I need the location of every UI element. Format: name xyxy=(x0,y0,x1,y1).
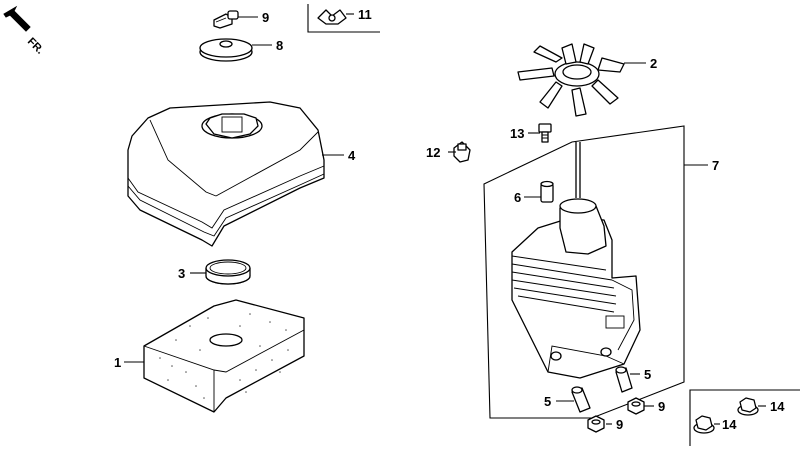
foam-filter-element-icon xyxy=(143,299,305,413)
cooling-fan-icon xyxy=(517,43,625,117)
cap-icon xyxy=(199,38,253,62)
callout-5-upper: 5 xyxy=(644,367,651,382)
part-14-bracket xyxy=(689,389,800,446)
callout-5-lower: 5 xyxy=(544,394,551,409)
callout-7: 7 xyxy=(712,158,719,173)
callout-14-right: 14 xyxy=(770,399,785,414)
air-cleaner-cover-icon xyxy=(127,101,325,247)
front-arrow-icon xyxy=(3,5,31,32)
front-direction-label: FR. xyxy=(25,36,46,57)
callout-9-upper: 9 xyxy=(658,399,665,414)
ring-seal-icon xyxy=(205,259,251,285)
callout-8: 8 xyxy=(276,38,283,53)
nut-icon xyxy=(587,397,645,433)
front-direction-marker: FR. xyxy=(3,5,46,57)
leader-lines xyxy=(124,13,766,425)
part-11-bracket xyxy=(307,4,380,33)
callout-1: 1 xyxy=(114,355,121,370)
callout-9-lower: 9 xyxy=(616,417,623,432)
fastener-icon xyxy=(213,10,239,29)
callout-12: 12 xyxy=(426,145,440,160)
cylinder-body-icon xyxy=(511,142,641,379)
callout-10: 9 xyxy=(262,10,269,25)
wing-nut-icon xyxy=(317,9,347,25)
spacer-icon xyxy=(540,180,554,203)
callout-11: 11 xyxy=(358,7,372,22)
callout-6: 6 xyxy=(514,190,521,205)
callout-14-left: 14 xyxy=(722,417,737,432)
callout-3: 3 xyxy=(178,266,185,281)
plug-icon xyxy=(453,141,471,163)
flange-nut-icon xyxy=(693,397,759,434)
collar-icon xyxy=(571,366,633,413)
callout-13: 13 xyxy=(510,126,524,141)
part-7-bracket xyxy=(483,125,685,419)
callout-2: 2 xyxy=(650,56,657,71)
bolt-icon xyxy=(538,123,552,143)
callout-labels: 9 11 8 2 4 7 12 13 6 3 1 5 5 9 9 14 14 xyxy=(114,7,785,432)
callout-4: 4 xyxy=(348,148,356,163)
